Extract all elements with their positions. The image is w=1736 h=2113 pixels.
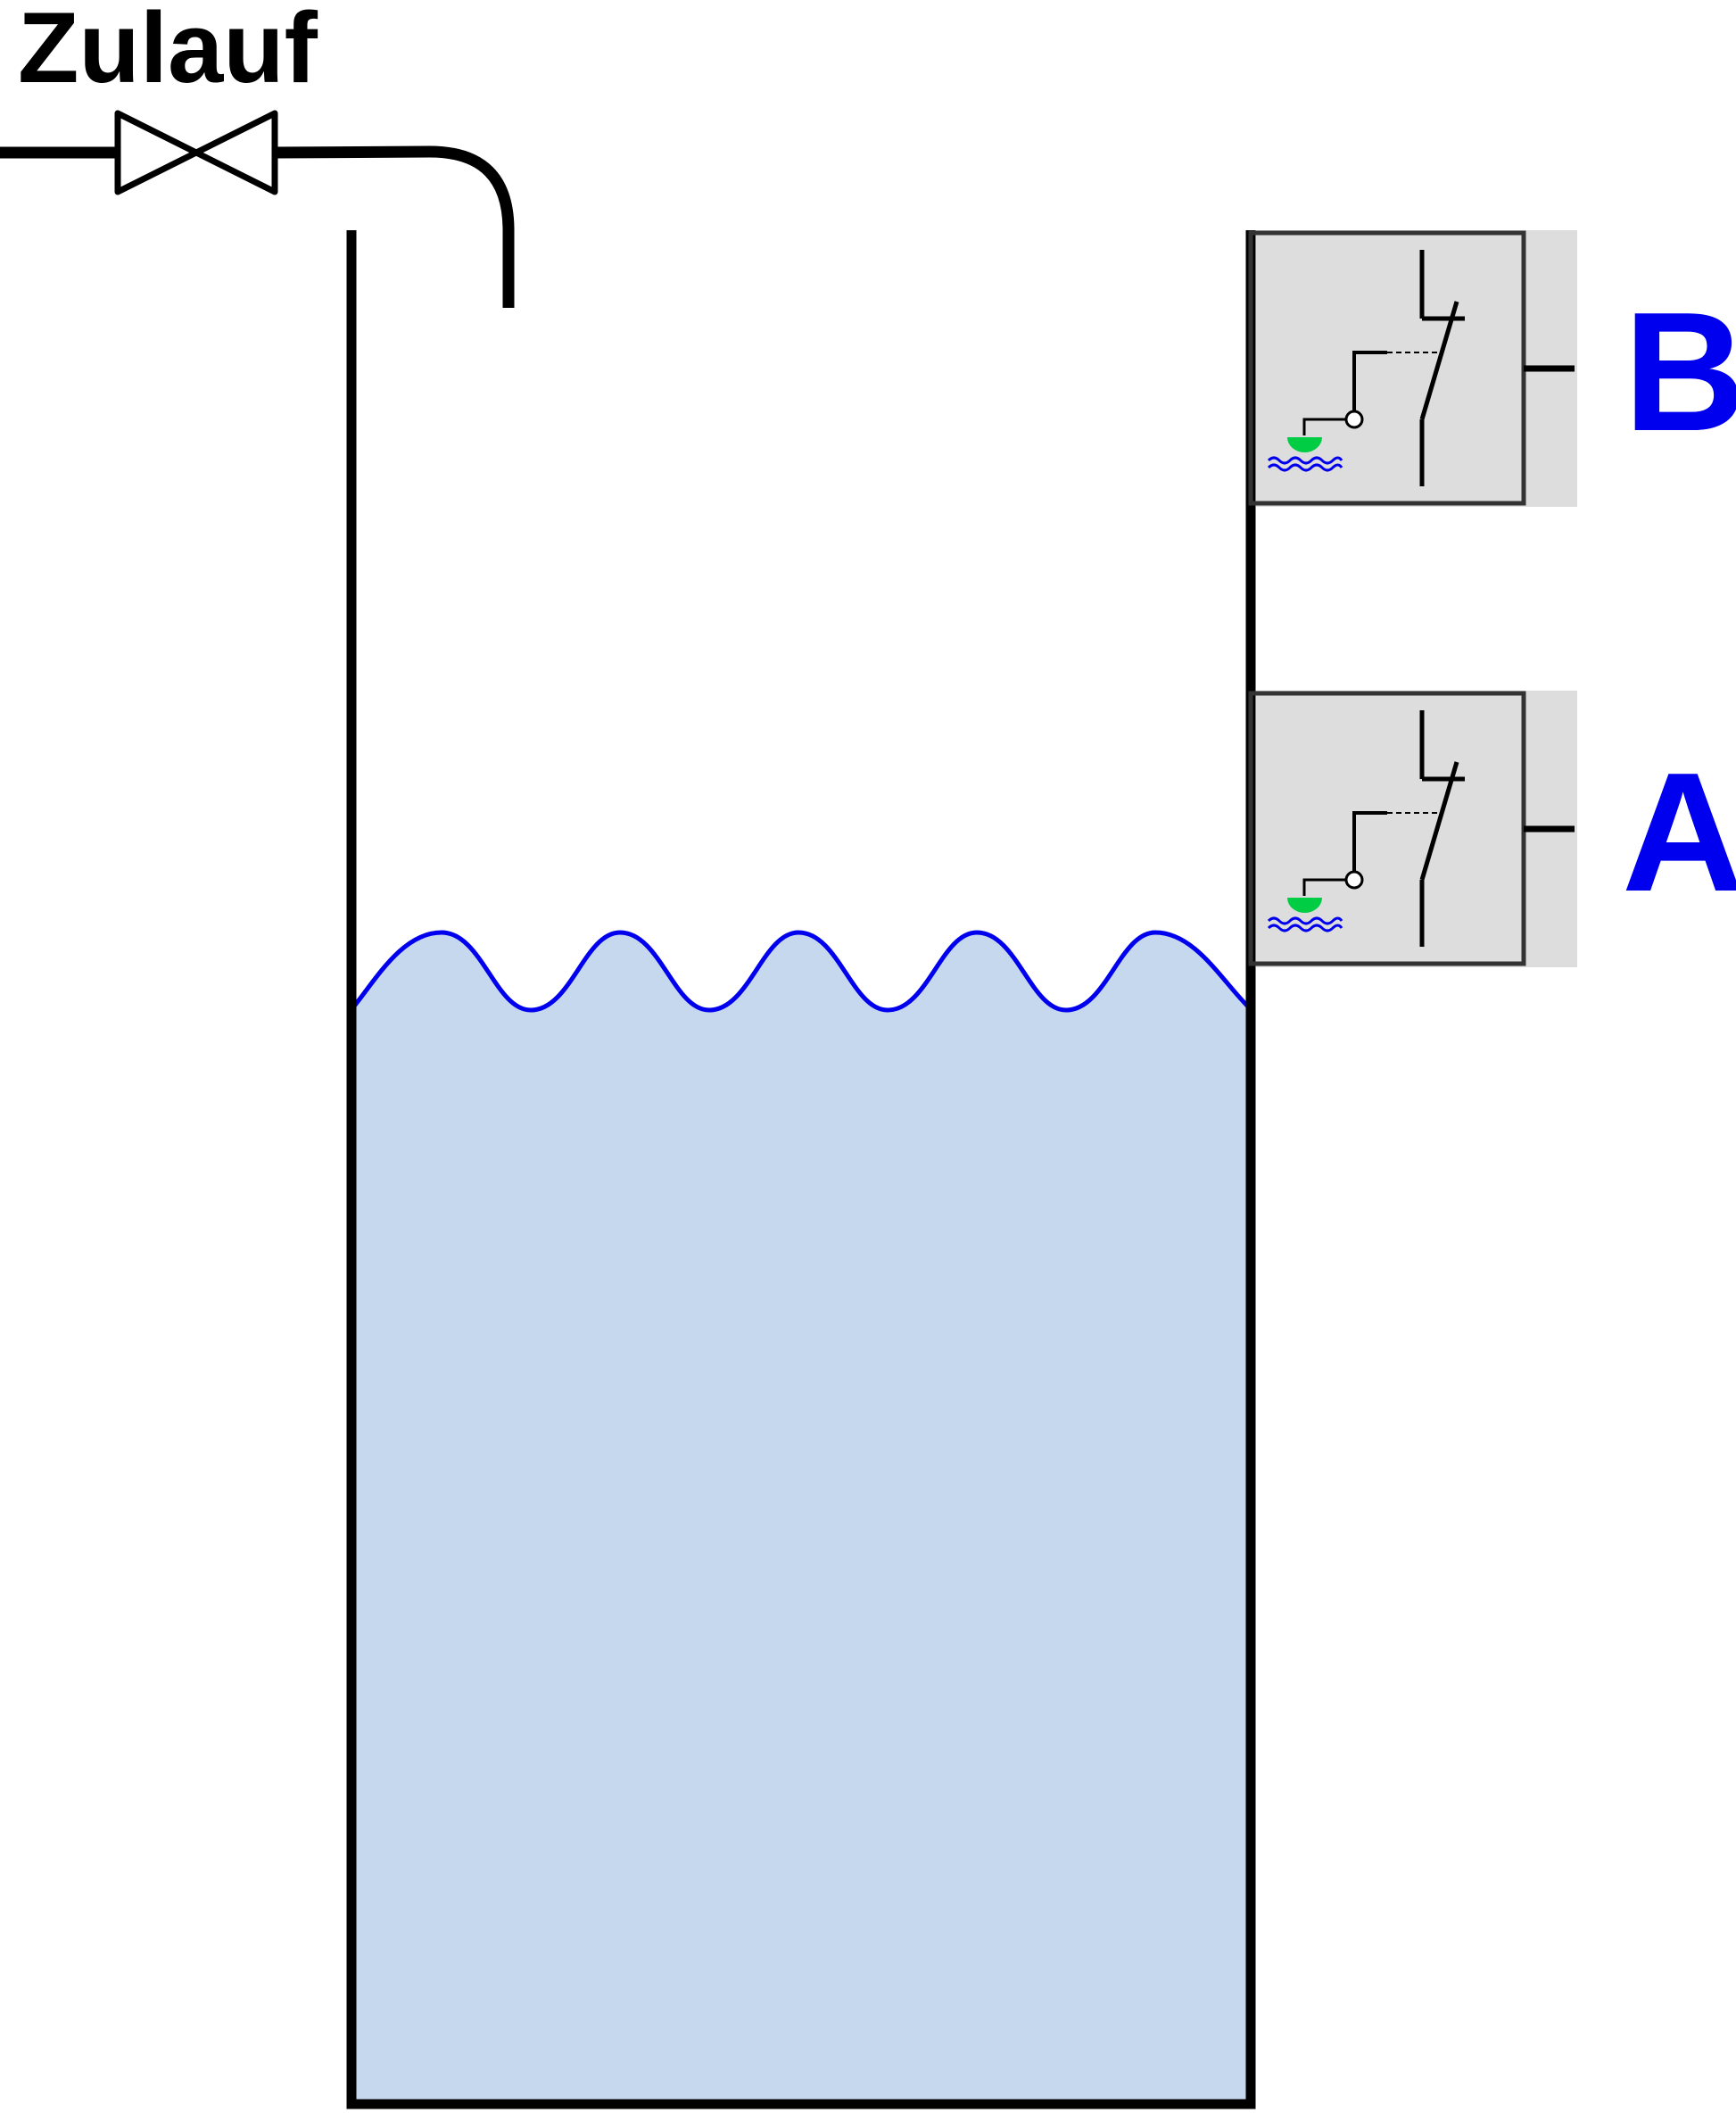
water-surface-wave [351, 930, 1252, 1013]
switch-b-label: B [1624, 278, 1736, 467]
float-level-switch-icon [1267, 250, 1465, 486]
level-switch-a[interactable] [1248, 691, 1577, 967]
level-switch-b[interactable] [1248, 230, 1577, 507]
inlet-label: Zulauf [18, 0, 318, 104]
switch-a-label: A [1622, 738, 1736, 927]
tank-walls [346, 230, 1256, 2109]
inlet-pipe [0, 145, 515, 308]
float-level-switch-icon [1267, 710, 1465, 947]
gate-valve-icon[interactable] [114, 110, 278, 195]
water-body [352, 932, 1250, 2104]
